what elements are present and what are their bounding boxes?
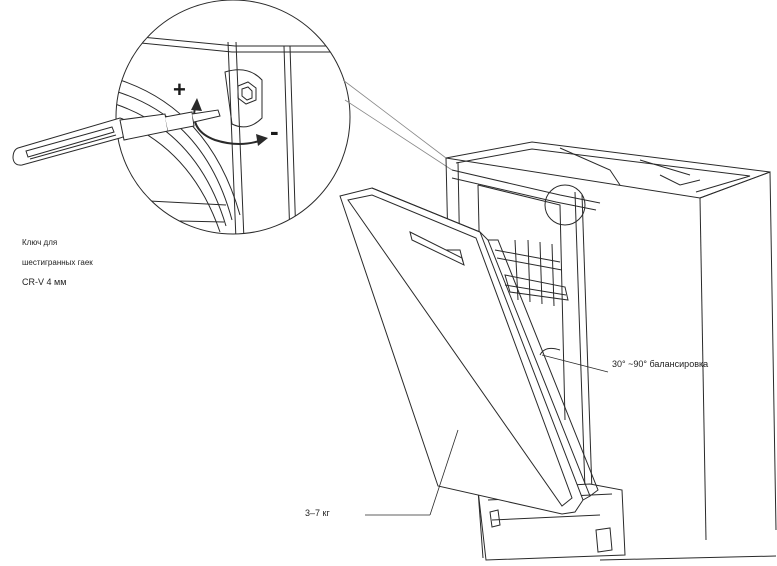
arrowhead-up-icon <box>191 98 202 111</box>
balance-leader-line <box>541 354 609 373</box>
wrench-label-line2: шестигранных гаек <box>22 258 93 267</box>
guide-line-lower <box>344 99 453 171</box>
hex-wrench-icon <box>12 109 221 166</box>
wrench-label-line3: CR-V 4 мм <box>22 277 67 287</box>
balance-label: 30° ~90° балансировка <box>612 359 709 369</box>
detail-magnifier: + - <box>115 0 351 235</box>
dishwasher-door-panel <box>339 187 599 515</box>
minus-sign: - <box>270 116 279 146</box>
weight-leader-line-b <box>429 429 459 516</box>
weight-label: 3–7 кг <box>305 508 330 518</box>
arrowhead-right-icon <box>256 134 268 146</box>
guide-line-upper <box>342 79 447 159</box>
plus-sign: + <box>173 77 186 102</box>
wrench-label-line1: Ключ для <box>22 238 58 247</box>
